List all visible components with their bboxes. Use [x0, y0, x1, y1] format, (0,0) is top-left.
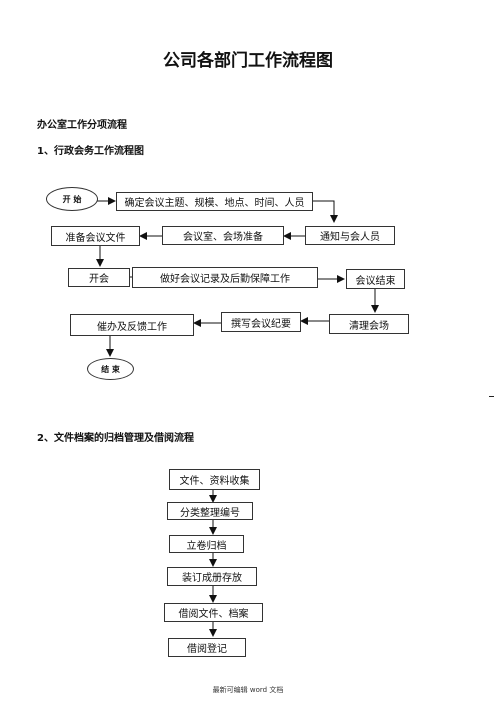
- box-archive: 立卷归档: [169, 535, 244, 553]
- box-prepare-docs: 准备会议文件: [51, 226, 140, 246]
- box-borrow-files: 借阅文件、档案: [164, 603, 263, 622]
- page-title: 公司各部门工作流程图: [163, 51, 333, 71]
- box-record-logistics: 做好会议记录及后勤保障工作: [132, 267, 318, 288]
- edge-mark: [489, 396, 494, 397]
- box-followup: 催办及反馈工作: [70, 314, 194, 336]
- box-confirm-meeting: 确定会议主题、规模、地点、时间、人员: [116, 192, 313, 211]
- box-open-meeting: 开会: [68, 268, 130, 287]
- box-borrow-register: 借阅登记: [168, 638, 246, 657]
- box-collect-files: 文件、资料收集: [169, 469, 260, 490]
- section-main-heading: 办公室工作分项流程: [37, 120, 127, 131]
- footer-note: 最新可编辑 word 文档: [212, 686, 284, 694]
- arrow-confirm-notify: [313, 200, 338, 223]
- end-node: 结 束: [87, 358, 134, 380]
- box-meeting-end: 会议结束: [346, 269, 405, 289]
- box-venue-prep: 会议室、会场准备: [162, 226, 284, 245]
- section1-heading: 1、行政会务工作流程图: [37, 146, 144, 157]
- box-notify-attendees: 通知与会人员: [305, 226, 395, 245]
- box-clean-venue: 清理会场: [329, 314, 409, 334]
- section2-heading: 2、文件档案的归档管理及借阅流程: [37, 433, 194, 444]
- box-bind-store: 装订成册存放: [167, 567, 257, 586]
- box-sort-number: 分类整理编号: [167, 502, 253, 520]
- box-write-minutes: 撰写会议纪要: [221, 312, 301, 332]
- start-node: 开 始: [46, 187, 98, 211]
